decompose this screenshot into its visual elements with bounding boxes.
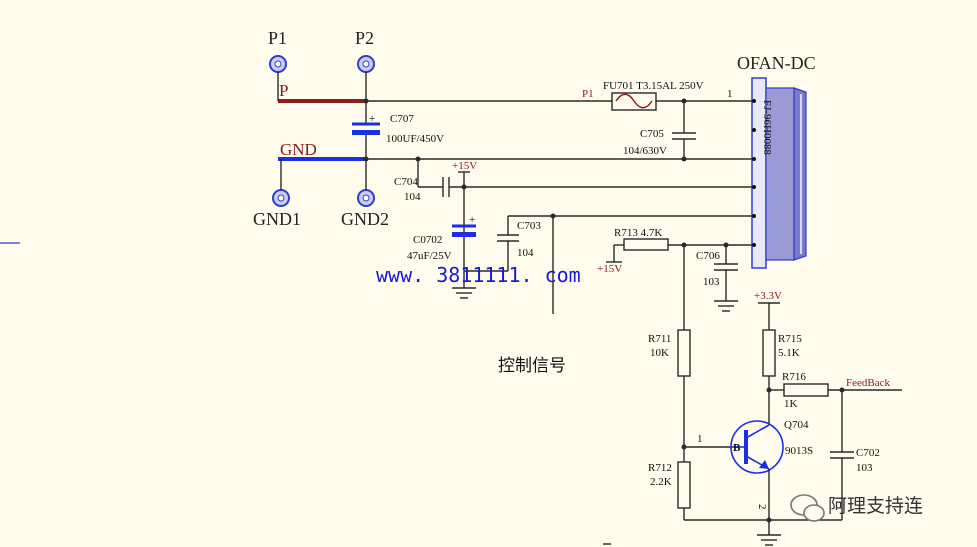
watermark-brand: 阿理支持连 xyxy=(828,495,923,517)
net-gnd-label: GND xyxy=(280,140,317,159)
net-plus3v3-label: +3.3V xyxy=(754,290,782,302)
capacitor-c707: + xyxy=(352,101,380,159)
junction xyxy=(681,98,687,104)
node2-label: 2 xyxy=(756,504,768,510)
resistor-r715 xyxy=(762,329,776,377)
r711-value: 10K xyxy=(650,347,669,359)
junction xyxy=(363,156,369,162)
r715-value: 5.1K xyxy=(778,347,800,359)
fan-connector xyxy=(751,77,807,269)
r716-value: 1K xyxy=(784,398,798,410)
wechat-icon xyxy=(790,494,825,522)
ground-symbol xyxy=(757,534,781,546)
c705-ref: C705 xyxy=(640,128,664,140)
c703-ref: C703 xyxy=(517,220,541,232)
c703-value: 104 xyxy=(517,247,534,259)
junction xyxy=(415,156,421,162)
q704-ref: Q704 xyxy=(784,419,809,431)
net-p1-small-label: P1 xyxy=(582,88,594,100)
r712-ref: R712 xyxy=(648,462,672,474)
c706-ref: C706 xyxy=(696,250,720,262)
c704-ref: C704 xyxy=(394,176,418,188)
c706-value: 103 xyxy=(703,276,720,288)
r712-value: 2.2K xyxy=(650,476,672,488)
junction xyxy=(681,156,687,162)
node1-label: 1 xyxy=(697,433,703,445)
capacitor-c705 xyxy=(672,101,696,159)
resistor-r712 xyxy=(677,461,691,509)
net-p2-label: P2 xyxy=(355,28,374,48)
c702-ref: C702 xyxy=(856,447,880,459)
c707-value: 100UF/450V xyxy=(386,133,444,145)
fu701-label: FU701 T3.15AL 250V xyxy=(603,80,704,92)
c0702-value: 47uF/25V xyxy=(407,250,452,262)
ground-symbol xyxy=(452,271,476,299)
c707-ref: C707 xyxy=(390,113,414,125)
resistor-r713 xyxy=(623,238,669,251)
fan-title: OFAN-DC xyxy=(737,53,816,73)
net-p-label: P xyxy=(279,81,288,100)
svg-text:+: + xyxy=(469,214,475,226)
fan-pin1-label: 1 xyxy=(727,88,733,100)
svg-text:+: + xyxy=(369,113,375,125)
fan-body-label: FJ-96H0088 xyxy=(761,100,773,156)
net-gnd1-label: GND1 xyxy=(253,209,301,229)
capacitor-c0702: + xyxy=(452,214,476,237)
transistor-q704 xyxy=(730,420,784,474)
c702-value: 103 xyxy=(856,462,873,474)
junction xyxy=(461,184,467,190)
r713-label: R713 4.7K xyxy=(614,227,662,239)
connector-pads xyxy=(269,55,375,207)
ground-symbol xyxy=(714,300,738,312)
net-plus15-b-label: +15V xyxy=(597,263,622,275)
resistor-r716 xyxy=(783,383,829,397)
q704-value: 9013S xyxy=(785,445,813,457)
junction xyxy=(766,517,772,523)
net-p1-label: P1 xyxy=(268,28,287,48)
q704-base-label: B xyxy=(733,442,741,454)
resistor-r711 xyxy=(677,329,691,377)
junction xyxy=(363,98,369,104)
net-plus15-a-label: +15V xyxy=(452,160,477,172)
junction xyxy=(723,242,729,248)
junction xyxy=(550,213,556,219)
net-gnd2-label: GND2 xyxy=(341,209,389,229)
r711-ref: R711 xyxy=(648,333,671,345)
net-feedback-label: FeedBack xyxy=(846,377,890,389)
r716-ref: R716 xyxy=(782,371,806,383)
c0702-ref: C0702 xyxy=(413,234,442,246)
watermark-url: www. 3811111. com xyxy=(376,263,581,287)
r715-ref: R715 xyxy=(778,333,802,345)
fuse-fu701 xyxy=(611,92,657,111)
c705-value: 104/630V xyxy=(623,145,667,157)
c704-value: 104 xyxy=(404,191,421,203)
control-signal-label: 控制信号 xyxy=(498,356,566,376)
